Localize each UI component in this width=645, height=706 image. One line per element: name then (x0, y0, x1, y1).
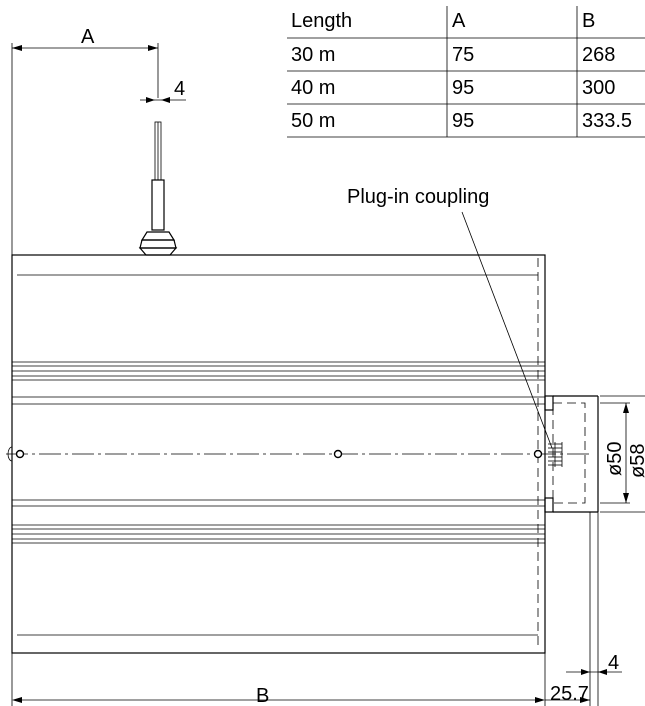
table-cell: 75 (452, 44, 474, 66)
dimension-table: Length A B 30 m 75 268 40 m 95 300 50 m … (287, 6, 645, 138)
table-cell: 95 (452, 77, 474, 99)
diameter-50-label: ø50 (604, 442, 626, 476)
connector-pins (548, 442, 563, 467)
wire-rope: 4 (138, 78, 186, 256)
table-cell: 50 m (291, 110, 335, 132)
dimension-b-label: B (256, 685, 269, 706)
table-cell: 300 (582, 77, 615, 99)
table-header-a: A (452, 10, 466, 32)
table-cell: 40 m (291, 77, 335, 99)
plug-in-coupling: Plug-in coupling (347, 186, 599, 513)
center-line (6, 449, 590, 459)
table-cell: 268 (582, 44, 615, 66)
diameter-dimensions: ø50 ø58 (600, 395, 645, 513)
plug-in-coupling-label: Plug-in coupling (347, 186, 489, 208)
pivot-point (533, 449, 543, 459)
table-header-length: Length (291, 10, 352, 32)
table-header-b: B (582, 10, 595, 32)
table-cell: 30 m (291, 44, 335, 66)
gap-4-label: 4 (608, 652, 619, 674)
table-cell: 333.5 (582, 110, 632, 132)
gap-dimensions: 4 25.7 (545, 512, 622, 706)
dimension-b: B (11, 653, 546, 706)
wire-thickness-label: 4 (174, 78, 185, 100)
dimension-a-label: A (81, 26, 95, 48)
pivot-point (333, 449, 343, 459)
diameter-58-label: ø58 (627, 444, 645, 478)
offset-25-7-label: 25.7 (550, 683, 589, 705)
table-cell: 95 (452, 110, 474, 132)
dimension-a: A (11, 26, 159, 255)
pivot-point (15, 449, 25, 459)
